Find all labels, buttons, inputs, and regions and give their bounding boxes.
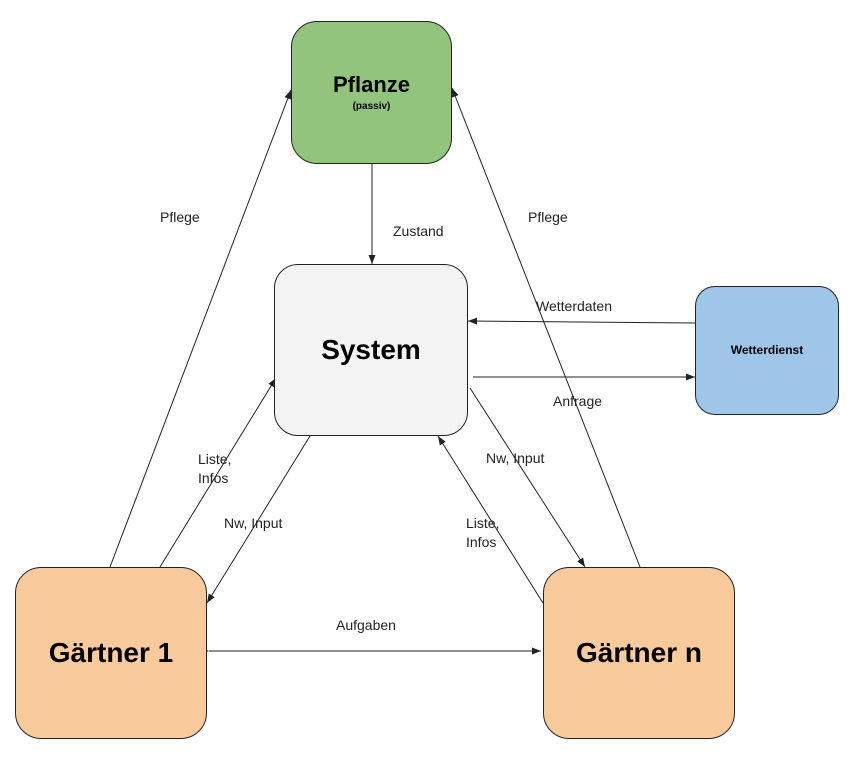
edge-pflege-right	[451, 87, 641, 568]
edge-label-nw-input-right: Nw, Input	[486, 450, 545, 466]
edge-label-zustand: Zustand	[393, 223, 444, 239]
node-pflanze: Pflanze (passiv)	[291, 21, 452, 164]
edge-label-liste-right: Liste, Infos	[466, 515, 500, 550]
edge-label-anfrage: Anfrage	[553, 393, 603, 409]
edge-nw-input-left	[206, 435, 311, 604]
edge-label-pflege-right: Pflege	[528, 209, 568, 225]
node-pflanze-title: Pflanze	[332, 71, 411, 97]
edge-liste-left	[159, 377, 277, 568]
node-pflanze-subtitle: (passiv)	[352, 101, 391, 113]
node-gaertner-n-title: Gärtner n	[575, 636, 703, 668]
edge-liste-right	[437, 435, 544, 604]
edge-label-nw-input-left: Nw, Input	[224, 515, 283, 531]
node-gaertner-1: Gärtner 1	[15, 567, 207, 739]
node-system: System	[274, 264, 468, 436]
node-wetterdienst-title: Wetterdienst	[730, 342, 804, 357]
node-gaertner-1-title: Gärtner 1	[48, 636, 174, 668]
node-wetterdienst: Wetterdienst	[695, 286, 839, 415]
edge-wetterdaten	[467, 317, 696, 325]
edge-label-aufgaben: Aufgaben	[336, 617, 396, 633]
edge-label-pflege-left: Pflege	[160, 209, 200, 225]
edge-pflege-left	[109, 89, 292, 568]
node-gaertner-n: Gärtner n	[543, 567, 735, 739]
edge-nw-input-right	[469, 387, 586, 568]
edge-label-wetterdaten: Wetterdaten	[536, 298, 613, 314]
node-system-title: System	[321, 333, 421, 365]
edge-label-liste-left: Liste, Infos	[198, 451, 232, 486]
